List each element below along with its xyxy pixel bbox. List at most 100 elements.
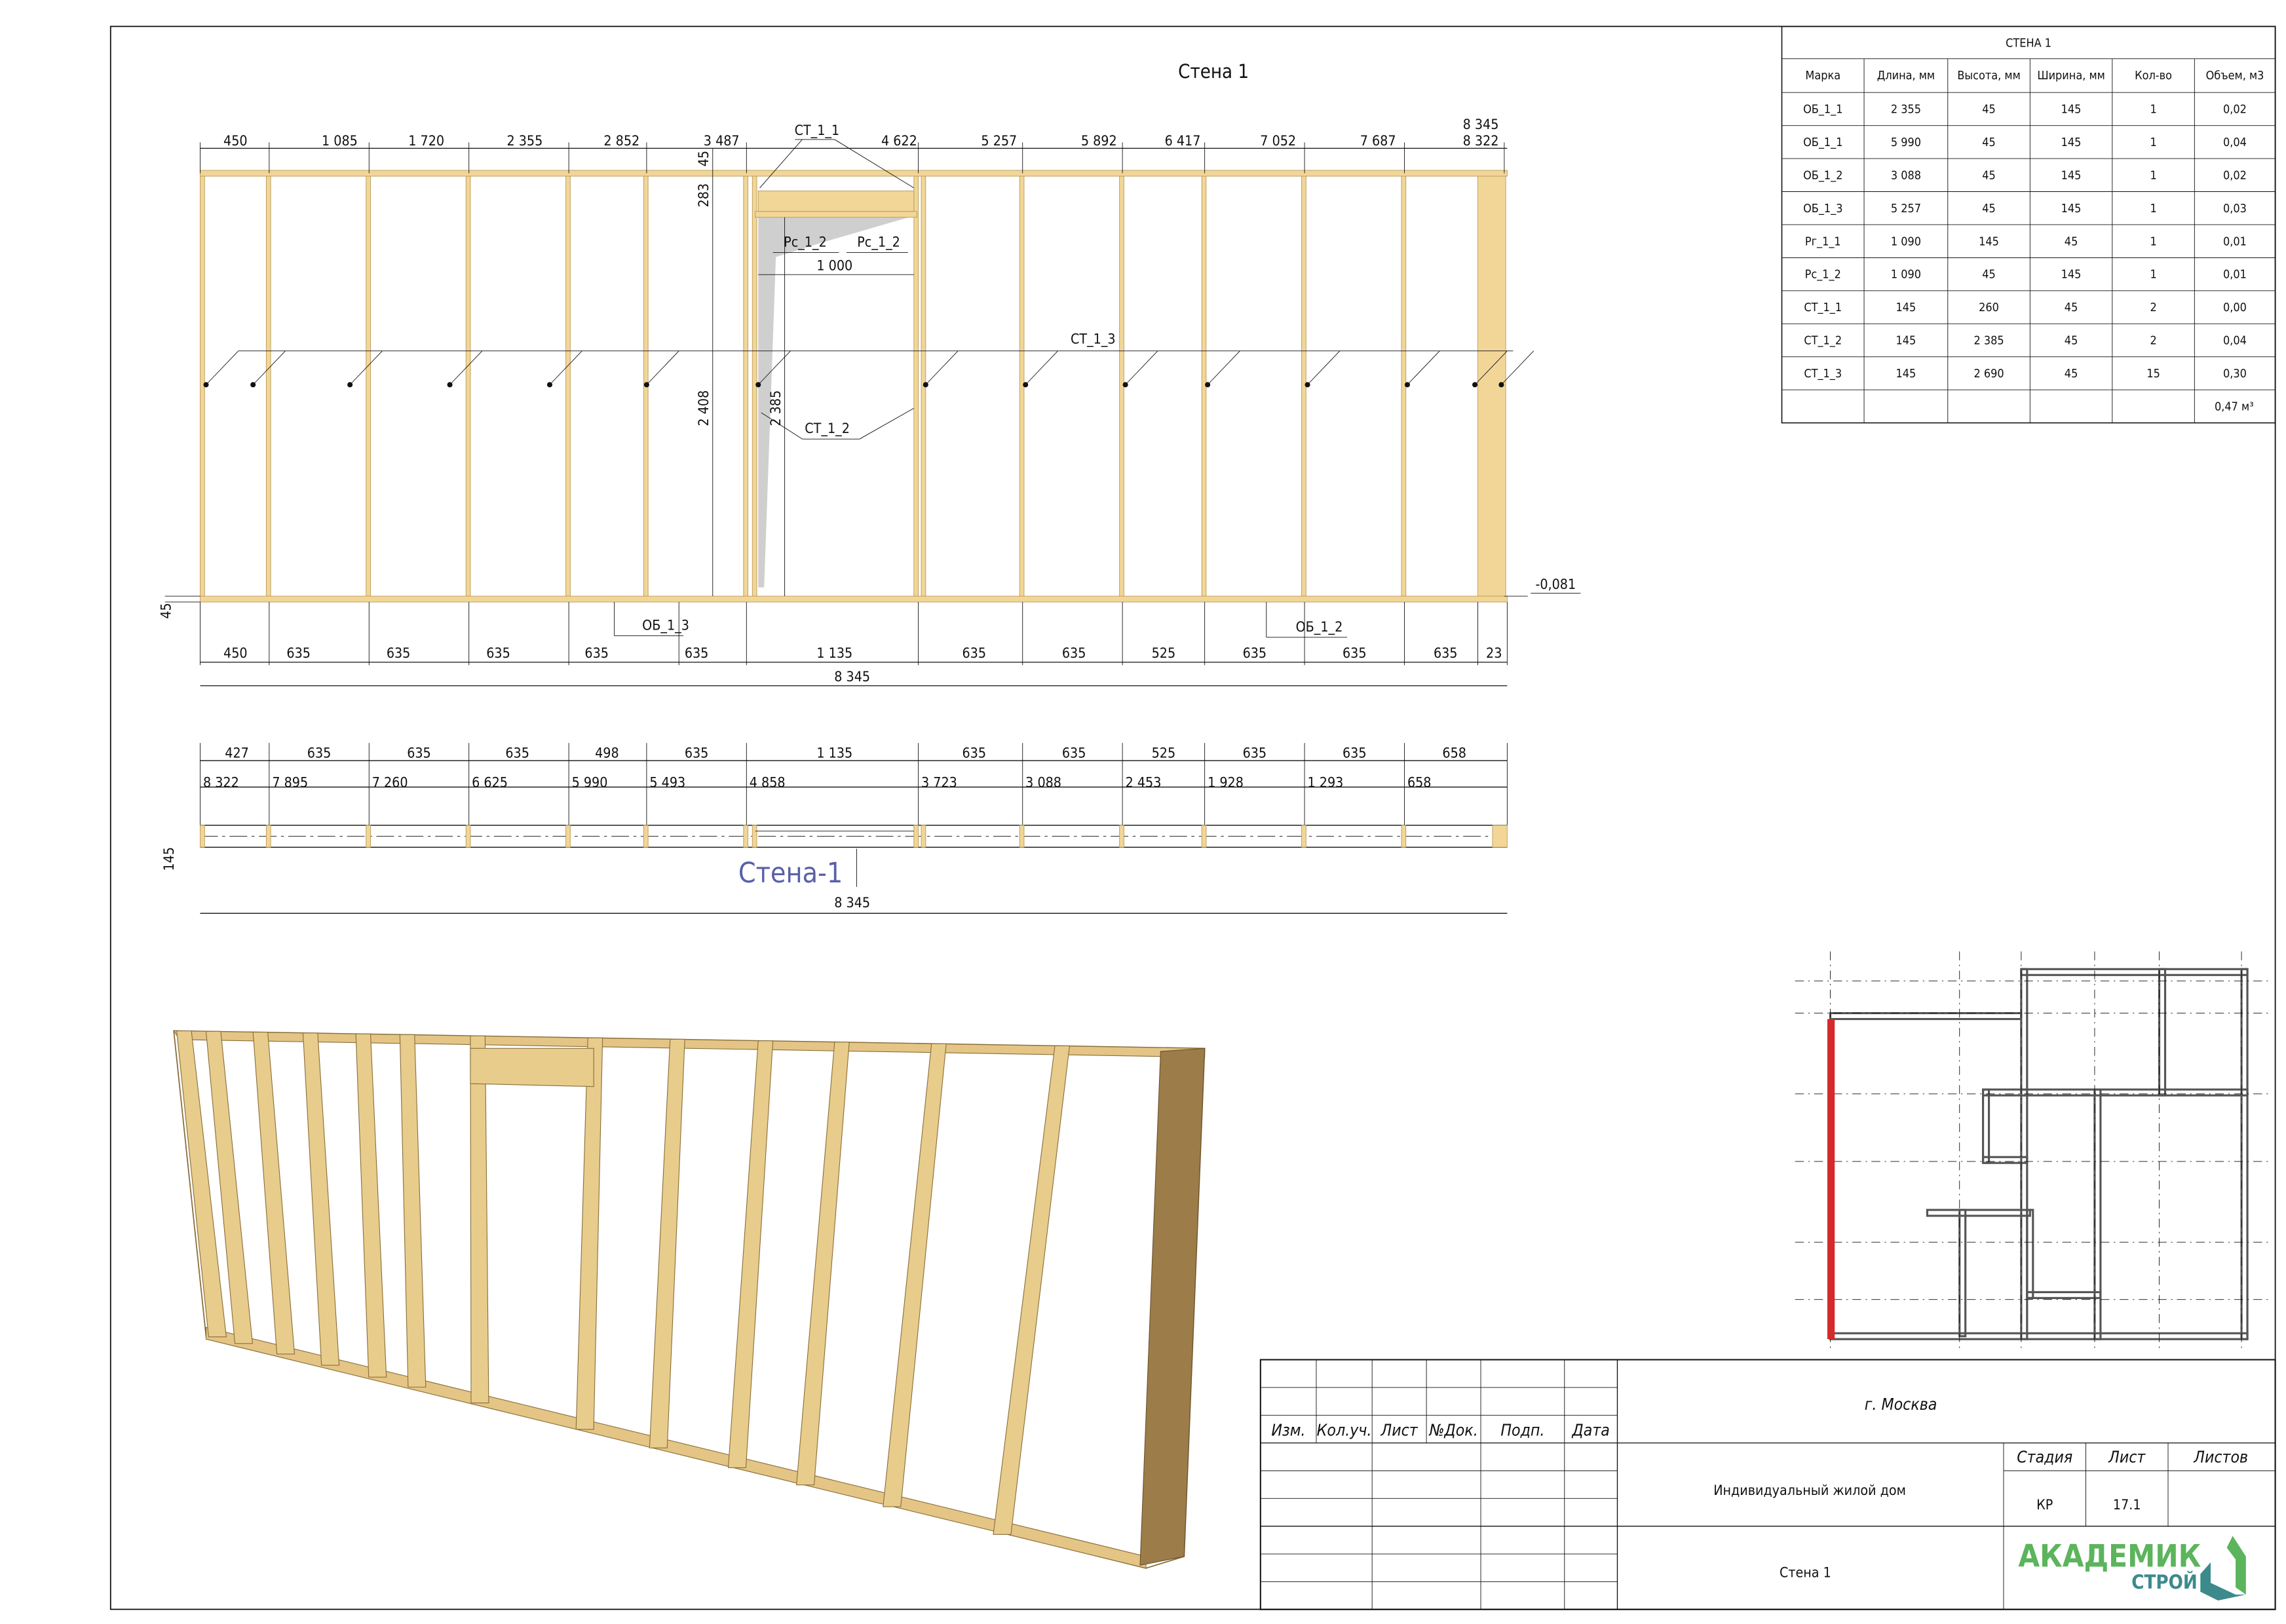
plan-segment-dim: 635: [685, 746, 709, 762]
dim-top-plate: 45: [696, 151, 712, 166]
table-cell: 145: [2061, 168, 2082, 182]
tag-ct-1-1: СТ_1_1: [795, 123, 840, 139]
bottom-dim-label: 635: [486, 645, 510, 662]
plan-cumulative-dim: 4 858: [750, 774, 786, 791]
iso-stud: [727, 1040, 774, 1469]
top-dim-label: 2 355: [506, 133, 543, 149]
plan-stud: [913, 825, 919, 848]
bottom-dim-label: 450: [223, 645, 248, 662]
iso-bottom-plate: [205, 1327, 1147, 1569]
plan-stud: [366, 825, 371, 848]
plan-cumulative-dim: 3 088: [1025, 774, 1061, 791]
iso-stud: [252, 1031, 295, 1355]
top-dim-label: 5 257: [981, 133, 1017, 149]
table-cell: ОБ_1_1: [1803, 103, 1842, 117]
top-dim-label: 1 085: [322, 133, 358, 149]
table-cell: 2: [2150, 334, 2156, 348]
plan-stud: [752, 825, 757, 848]
table-cell: 3 088: [1891, 168, 1921, 182]
leader-arrow: [1474, 350, 1508, 385]
bottom-dim-label: 525: [1152, 645, 1176, 662]
arrow-head: [203, 382, 209, 388]
tag-ct-1-2: СТ_1_2: [805, 421, 850, 437]
table-cell: ОБ_1_2: [1803, 168, 1842, 182]
top-dim-label: 7 687: [1360, 133, 1396, 149]
iso-stud: [796, 1042, 850, 1486]
plan-wall: [2020, 968, 2249, 976]
iso-stud: [883, 1043, 947, 1507]
plan-wall: [2240, 968, 2249, 1340]
logo-icon-teal: [2200, 1562, 2246, 1601]
leader-arrow: [1501, 350, 1534, 385]
top-total-dim: 8 345: [1463, 117, 1499, 133]
table-header: Высота, мм: [1957, 69, 2020, 83]
table-header: Длина, мм: [1877, 69, 1935, 83]
iso-stud: [993, 1045, 1071, 1535]
table-header: Марка: [1805, 69, 1840, 83]
top-dim-label: 1 720: [408, 133, 444, 149]
plan-cumulative-dim: 2 453: [1126, 774, 1162, 791]
arrow-head: [250, 382, 256, 388]
plan-total-dim: 8 345: [834, 895, 870, 911]
wall-3d-view: [173, 1030, 1206, 1569]
plan-wall: [2026, 1291, 2102, 1299]
table-cell: 1: [2150, 168, 2156, 182]
leader-arrow: [252, 350, 286, 385]
leader-arrow: [1207, 350, 1240, 385]
plan-wall: [1982, 1088, 1991, 1164]
iso-end-stud: [1139, 1048, 1206, 1566]
plan-segment-dim: 635: [1243, 746, 1267, 762]
top-dim-label: 5 892: [1081, 133, 1117, 149]
table-cell: 260: [1979, 301, 1999, 314]
plan-stud: [465, 825, 471, 848]
table-cell: 45: [1982, 202, 1996, 216]
table-cell: 1: [2150, 103, 2156, 117]
plan-stud: [1019, 825, 1025, 848]
opening-shadow: [758, 216, 914, 588]
plan-segment-dim: 635: [307, 746, 332, 762]
iso-stud: [355, 1033, 387, 1378]
wall-label: Стена-1: [738, 857, 843, 890]
table-cell: ОБ_1_3: [1803, 202, 1842, 216]
table-header: Объем, м3: [2206, 69, 2264, 83]
plan-segment-dim: 525: [1152, 746, 1176, 762]
iso-stud: [649, 1038, 685, 1448]
plan-wall: [2026, 1209, 2034, 1299]
dim-opening-height: 2 385: [768, 390, 784, 426]
leader-arrow: [349, 350, 383, 385]
table-cell: Рг_1_1: [1805, 235, 1841, 248]
plan-stud: [1201, 825, 1207, 848]
leader-arrow: [646, 350, 679, 385]
plan-segment-dim: 635: [505, 746, 529, 762]
logo-sub: СТРОЙ: [2131, 1571, 2198, 1593]
arrow-head: [1305, 382, 1310, 388]
iso-stud: [302, 1032, 340, 1366]
table-cell: 0,02: [2223, 103, 2247, 117]
table-cell: 1: [2150, 202, 2156, 216]
plan-cumulative-dim: 5 493: [649, 774, 685, 791]
plan-segment-dim: 498: [595, 746, 619, 762]
plan-stud: [1401, 825, 1407, 848]
table-header: Ширина, мм: [2037, 69, 2105, 83]
plan-cumulative-dim: 5 990: [572, 774, 608, 791]
plan-thickness-dim: 145: [161, 847, 178, 871]
table-cell: 1: [2150, 268, 2156, 282]
revision-col-header: №Док.: [1428, 1420, 1477, 1439]
iso-stud: [399, 1034, 427, 1388]
table-cell: 145: [2061, 202, 2082, 216]
leader-arrow: [1125, 350, 1158, 385]
table-cell: 145: [2061, 136, 2082, 149]
plan-cumulative-dim: 6 625: [472, 774, 508, 791]
table-cell: 0,01: [2223, 235, 2247, 248]
arrow-head: [1023, 382, 1029, 388]
plan-segment-dim: 658: [1442, 746, 1466, 762]
arrow-head: [1122, 382, 1128, 388]
plan-stud: [200, 825, 205, 848]
table-cell: 45: [2065, 334, 2078, 348]
iso-top-plate: [173, 1030, 1206, 1058]
top-dim-label: 450: [223, 133, 248, 149]
sheets-label: Листов: [2193, 1447, 2248, 1466]
sheet-frame: [109, 26, 2276, 1610]
left-dim-label: 45: [159, 603, 175, 618]
